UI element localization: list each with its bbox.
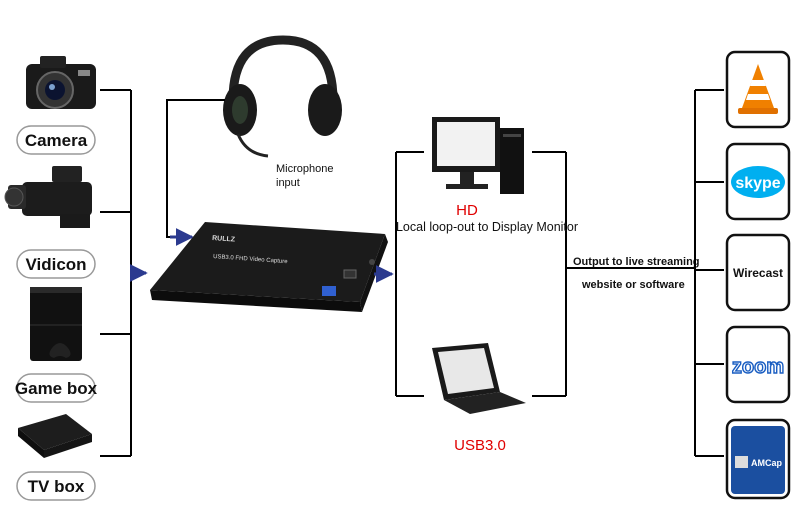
- microphone-label-line2: input: [276, 177, 300, 189]
- hdmi-port: [343, 269, 357, 279]
- vlc-cone-icon: [738, 64, 778, 114]
- desktop-monitor-icon: [432, 117, 524, 194]
- svg-text:AMCap: AMCap: [751, 458, 783, 468]
- laptop-icon: [432, 343, 526, 414]
- audio-jack: [369, 259, 375, 265]
- microphone-label-line1: Microphone: [276, 163, 333, 175]
- output-label-line1: Output to live streaming: [573, 256, 700, 268]
- software-box-skype: skype: [725, 142, 791, 221]
- software-box-vlc: [725, 50, 791, 129]
- tv-box-icon: [18, 414, 92, 458]
- headset-icon: [223, 35, 342, 158]
- source-pill-tv-box: TV box: [16, 471, 96, 501]
- usb-label: USB3.0: [454, 437, 506, 454]
- wirecast-icon: Wirecast: [733, 266, 783, 280]
- middle-connector-lines: [395, 151, 695, 397]
- source-label-vidicon: Vidicon: [25, 255, 86, 274]
- software-box-zoom: zoom: [725, 325, 791, 404]
- output-label-line2: website or software: [581, 279, 685, 291]
- source-label-camera: Camera: [25, 131, 88, 150]
- device-brand: RULLZ: [212, 235, 236, 244]
- camcorder-icon: [4, 166, 92, 228]
- skype-icon: skype: [731, 166, 785, 198]
- source-label-tv-box: TV box: [28, 477, 85, 496]
- camera-icon: [26, 56, 96, 109]
- hd-label: HD: [456, 202, 478, 219]
- microphone-connector-line: [166, 99, 225, 238]
- game-console-icon: [30, 287, 82, 361]
- software-box-wirecast: Wirecast: [725, 233, 791, 312]
- zoom-icon: zoom: [732, 356, 784, 378]
- source-pill-game-box: Game box: [15, 373, 98, 403]
- source-pill-vidicon: Vidicon: [16, 249, 96, 279]
- source-label-game-box: Game box: [15, 379, 98, 398]
- amcap-icon: [735, 456, 748, 468]
- loop-out-caption: Local loop-out to Display Monitor: [396, 220, 578, 234]
- software-box-amcap: AMCap: [725, 418, 791, 500]
- svg-text:skype: skype: [735, 175, 780, 192]
- software-connector-lines: [694, 89, 724, 457]
- source-pill-camera: Camera: [16, 125, 96, 155]
- source-connector-lines: [100, 89, 132, 457]
- device-model: USB3.0 FHD Video Capture: [213, 254, 288, 265]
- usb3-port: [322, 286, 336, 296]
